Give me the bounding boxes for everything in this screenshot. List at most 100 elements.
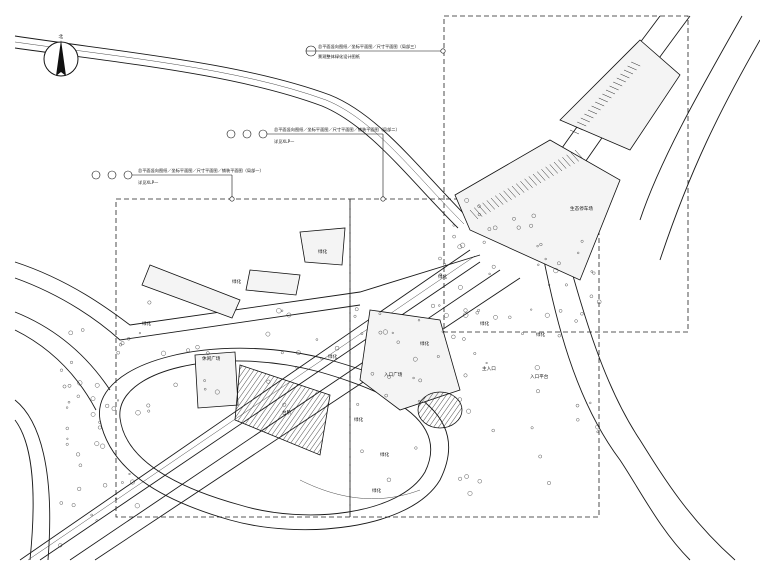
parking-stripe <box>486 200 495 210</box>
tree-icon <box>443 262 446 266</box>
tree-icon <box>114 497 118 500</box>
tree-icon <box>547 481 551 485</box>
tree-icon <box>596 430 599 433</box>
tree-icon <box>452 224 455 227</box>
tree-icon <box>431 303 436 308</box>
label-plaza: 入口广场 <box>384 371 403 378</box>
parking-stripe <box>602 93 612 99</box>
tree-icon <box>488 272 491 275</box>
tree-icon <box>597 299 602 304</box>
tree-icon <box>105 403 110 408</box>
tree-icon <box>589 401 592 404</box>
tree-icon <box>118 343 123 347</box>
tree-icon <box>467 490 473 496</box>
callout-sub: 详见XLP— <box>138 179 158 186</box>
tree-icon <box>577 251 580 254</box>
tree-icon <box>98 420 102 424</box>
tree-icon <box>203 379 206 382</box>
tree-icon <box>544 257 547 261</box>
tree-icon <box>531 213 536 218</box>
parking-stripe <box>627 65 637 71</box>
tree-icon <box>491 264 496 269</box>
north-label: 北 <box>59 33 64 40</box>
parking-stripe <box>524 178 533 188</box>
tree-icon <box>386 477 391 482</box>
tree-icon <box>94 382 100 388</box>
tree-icon <box>477 308 480 312</box>
tree-icon <box>378 330 383 335</box>
tree-icon <box>417 319 421 322</box>
tree-icon <box>68 330 73 335</box>
tree-icon <box>530 308 533 311</box>
tree-icon <box>280 351 284 355</box>
green-area-labels: 绿化 绿化 绿化 绿化 绿化 绿化 绿化 绿化 绿化 绿化 绿化 <box>142 248 546 494</box>
tree-icon <box>580 239 584 243</box>
tree-icon <box>195 345 200 350</box>
parking-stripe <box>490 197 500 208</box>
tree-icon <box>121 481 124 484</box>
parking-stripe <box>609 85 619 91</box>
tree-icon <box>537 263 540 266</box>
parking-stripe <box>613 81 623 87</box>
parking-stripe <box>558 159 567 169</box>
callouts: 总平面竖向图纸／坐标平面图／尺寸平面图（局部三） 景观整体绿化设计图纸 总平面竖… <box>91 43 446 202</box>
area-label: 绿化 <box>438 273 448 280</box>
tree-icon <box>160 350 166 356</box>
tree-icon <box>66 437 69 440</box>
tree-icon <box>538 454 543 459</box>
tree-icon <box>477 213 481 217</box>
tree-icon <box>356 402 360 406</box>
tree-icon <box>477 479 482 484</box>
parking-stripe <box>631 61 641 67</box>
structures: 台阶 入口广场 主入口 入口平台 休闲广场 <box>141 227 549 456</box>
label-entrance: 主入口 <box>482 365 496 372</box>
parking-stripe <box>516 183 525 193</box>
label-parking: 生态停车场 <box>570 205 593 212</box>
tree-icon <box>80 328 85 332</box>
parking-stripe <box>537 171 546 181</box>
tree-icon <box>135 410 141 416</box>
parking-stripe <box>623 69 634 75</box>
parking-stripe <box>570 152 579 162</box>
area-label: 绿化 <box>372 487 382 494</box>
tree-icon <box>558 309 563 313</box>
tree-icon <box>58 543 63 548</box>
area-label: 绿化 <box>142 320 152 327</box>
tree-icon <box>529 223 533 228</box>
tree-icon <box>458 476 462 481</box>
tree-icon <box>391 331 394 334</box>
tree-icon <box>590 270 593 273</box>
tree-icon <box>438 256 442 261</box>
tree-icon <box>595 424 600 430</box>
tree-icon <box>334 346 340 351</box>
tree-icon <box>90 412 96 417</box>
tree-icon <box>353 314 357 318</box>
tree-icon <box>147 409 151 413</box>
tree-icon <box>574 319 578 323</box>
tree-icon <box>186 348 191 353</box>
tree-icon <box>146 403 151 408</box>
tree-icon <box>485 362 488 365</box>
tree-icon <box>557 261 561 266</box>
planting-symbols <box>58 198 602 548</box>
parking-stripe <box>587 109 598 115</box>
tree-icon <box>69 360 73 364</box>
tree-icon <box>95 519 99 522</box>
tree-icon <box>360 449 364 453</box>
tree-icon <box>451 334 456 339</box>
tree-icon <box>320 357 324 360</box>
parking-stripe <box>528 176 537 186</box>
area-label: 绿化 <box>536 331 546 338</box>
tree-icon <box>76 394 80 398</box>
tree-icon <box>536 245 539 248</box>
tree-icon <box>265 331 271 337</box>
tree-icon <box>534 365 540 371</box>
tree-icon <box>457 397 462 402</box>
parking-stripe <box>545 166 554 176</box>
tree-icon <box>477 204 481 208</box>
north-arrow-icon: 北 <box>43 33 79 77</box>
tree-icon <box>457 284 463 290</box>
area-label: 绿化 <box>232 278 242 285</box>
label-court: 休闲广场 <box>202 355 221 362</box>
tree-icon <box>521 332 524 336</box>
